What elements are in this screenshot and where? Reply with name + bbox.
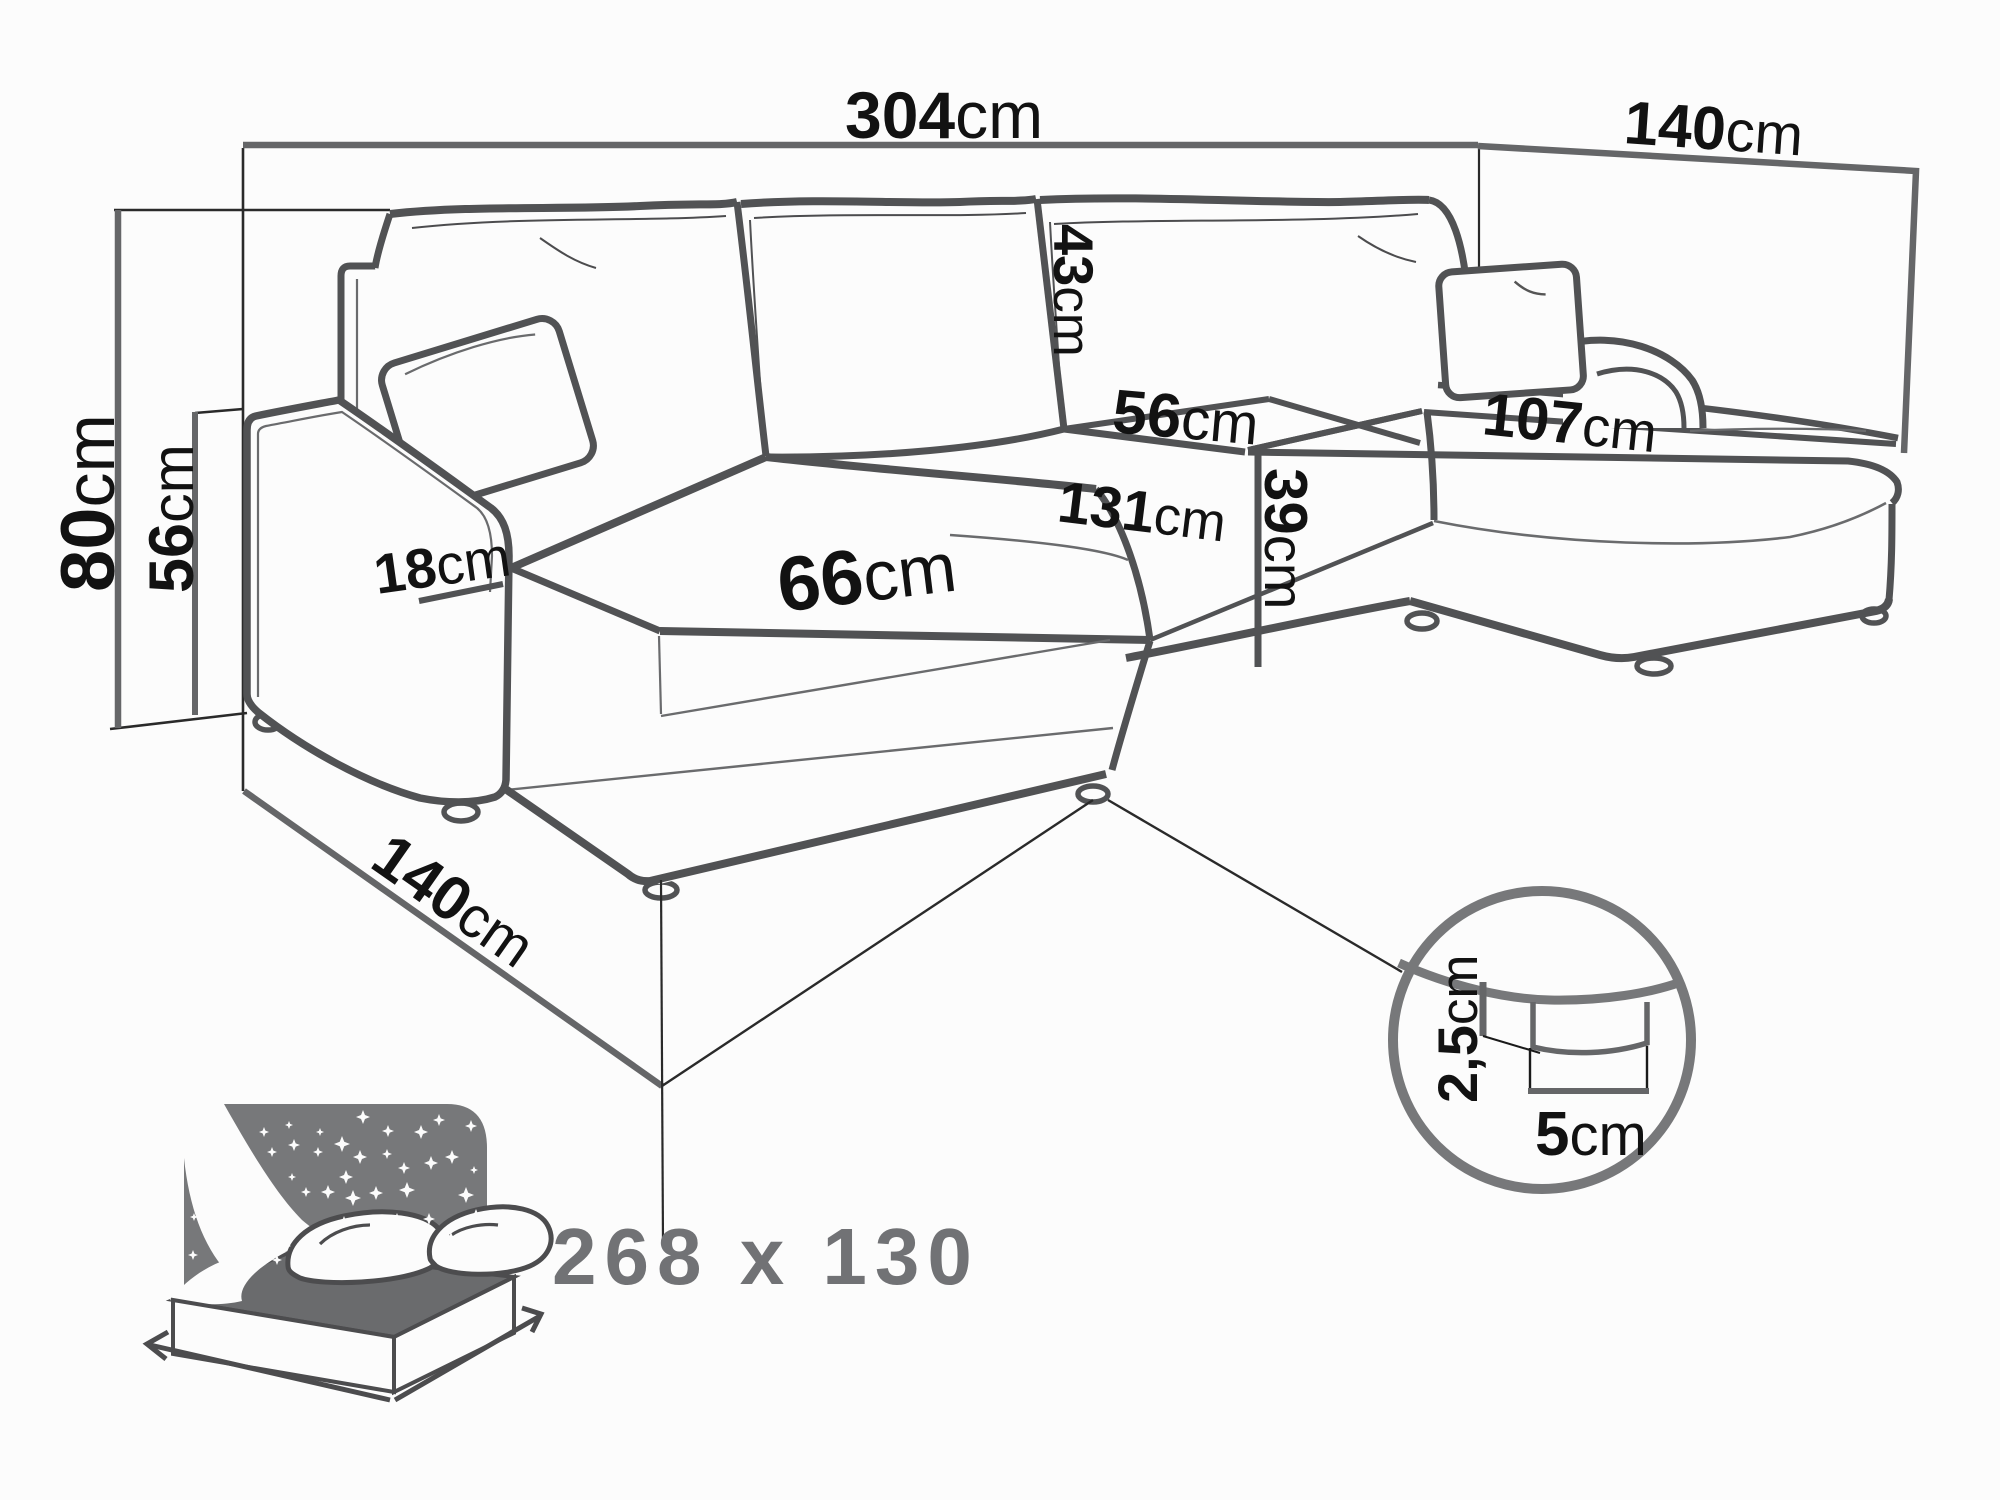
svg-text:268 x 130: 268 x 130 (552, 1212, 980, 1301)
svg-text:39cm: 39cm (1252, 468, 1319, 609)
svg-text:5cm: 5cm (1535, 1100, 1647, 1169)
svg-text:66cm: 66cm (773, 522, 961, 629)
svg-text:140cm: 140cm (1622, 88, 1805, 168)
svg-text:56cm: 56cm (137, 444, 207, 593)
svg-text:43cm: 43cm (1042, 224, 1105, 357)
svg-text:304cm: 304cm (845, 78, 1043, 152)
svg-text:2,5cm: 2,5cm (1426, 954, 1489, 1103)
svg-text:56cm: 56cm (1110, 377, 1262, 458)
svg-text:80cm: 80cm (46, 414, 131, 592)
